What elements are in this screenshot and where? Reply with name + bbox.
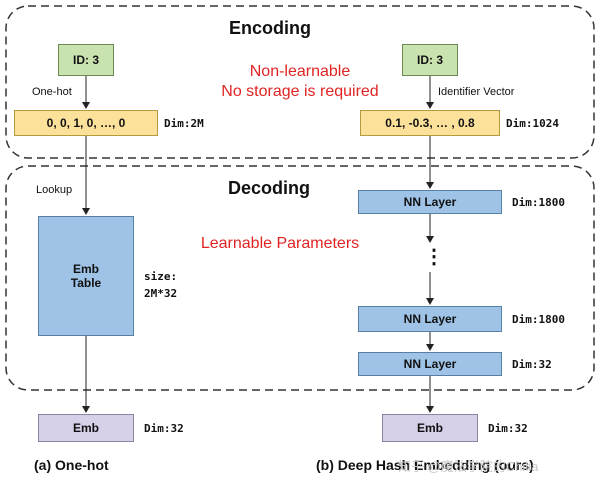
nn-layer-1-dim: Dim:1800 <box>512 196 565 209</box>
table-size-line1: size: <box>144 270 178 283</box>
right-vector-box: 0.1, -0.3, … , 0.8 <box>360 110 500 136</box>
nn-layer-2: NN Layer <box>358 306 502 332</box>
left-vector-dim: Dim:2M <box>164 117 204 130</box>
right-vector-dim: Dim:1024 <box>506 117 559 130</box>
encoding-title: Encoding <box>229 18 311 38</box>
left-emb-dim: Dim:32 <box>144 422 184 435</box>
left-encode-label: One-hot <box>32 86 72 98</box>
right-caption: (b) Deep Hash Embedding (ours) <box>316 457 534 473</box>
nn-layer-3: NN Layer <box>358 352 502 376</box>
right-id-box: ID: 3 <box>402 44 458 76</box>
left-id-box: ID: 3 <box>58 44 114 76</box>
left-lookup-label: Lookup <box>36 184 73 196</box>
encoding-note-line1: Non-learnable <box>249 63 351 80</box>
nn-layer-1: NN Layer <box>358 190 502 214</box>
watermark: 知乎 @魔法学院的Chilia <box>398 459 539 474</box>
encoding-note-line2: No storage is required <box>221 83 379 100</box>
decoding-title: Decoding <box>228 178 311 198</box>
encoding-region <box>5 5 595 159</box>
left-emb-box: Emb <box>38 414 134 442</box>
nn-layer-3-dim: Dim:32 <box>512 358 552 371</box>
emb-table-line1: Emb <box>72 262 99 276</box>
decoding-note: Learnable Parameters <box>200 235 360 252</box>
right-emb-dim: Dim:32 <box>488 422 528 435</box>
left-table-size: size: 2M*32 <box>144 268 177 302</box>
decoding-region <box>5 165 595 391</box>
ellipsis-dots: ⋮ <box>424 246 444 268</box>
left-emb-table: Emb Table <box>38 216 134 336</box>
right-emb-box: Emb <box>382 414 478 442</box>
left-vector-box: 0, 0, 1, 0, …, 0 <box>14 110 158 136</box>
emb-table-line2: Table <box>70 276 102 290</box>
left-caption: (a) One-hot <box>34 457 109 473</box>
right-encode-label: Identifier Vector <box>438 86 515 98</box>
nn-layer-2-dim: Dim:1800 <box>512 313 565 326</box>
table-size-line2: 2M*32 <box>144 287 178 300</box>
encoding-note: Non-learnable No storage is required <box>170 62 430 102</box>
